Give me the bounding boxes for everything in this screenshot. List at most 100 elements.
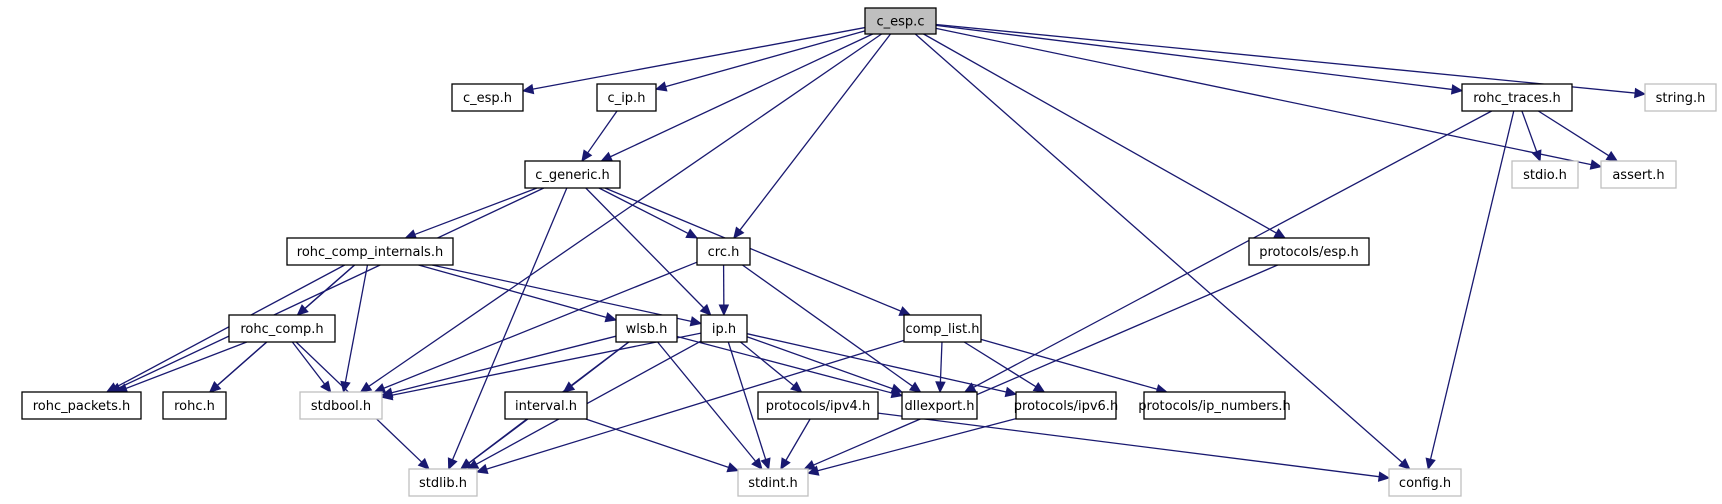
arrowhead-icon — [689, 316, 703, 327]
edge-ip_h-to-dllexport_h — [746, 336, 904, 394]
edge-line — [486, 339, 905, 470]
node-protocols-ip-numbers-h[interactable]: protocols/ip_numbers.h — [1138, 391, 1291, 420]
edge-line — [604, 187, 902, 312]
edge-comp_list_h-to-stdlib_h — [475, 339, 905, 474]
edge-c_generic_h-to-crc_h — [598, 187, 699, 239]
nodes-layer: c_esp.c c_esp.h c_ip.h c_generic.h rohc_trac… — [21, 7, 1717, 497]
node-box — [451, 83, 524, 112]
node-label: interval.h — [515, 399, 577, 414]
node-interval-h[interactable]: interval.h — [504, 391, 588, 420]
arrowhead-icon — [890, 383, 904, 394]
node-box — [901, 391, 978, 420]
arrowhead-icon — [699, 303, 712, 316]
edge-line — [468, 418, 529, 464]
node-comp-list-h[interactable]: comp_list.h — [903, 314, 982, 343]
node-protocols-ipv4-h[interactable]: protocols/ipv4.h — [757, 391, 879, 420]
node-box — [1143, 391, 1286, 420]
node-label: rohc.h — [174, 399, 215, 414]
node-label: rohc_comp_internals.h — [297, 245, 443, 260]
arrowhead-icon — [1398, 458, 1411, 470]
node-dllexport-h[interactable]: dllexport.h — [901, 391, 978, 420]
arrowhead-icon — [359, 381, 373, 393]
edge-rohc_comp_h-to-rohc_packets_h — [115, 341, 248, 394]
edge-c_esp_c-to-stdbool_h — [359, 33, 882, 393]
node-protocols-ipv6-h[interactable]: protocols/ipv6.h — [1014, 391, 1118, 420]
edge-line — [1521, 110, 1538, 152]
node-label: c_esp.c — [877, 15, 925, 30]
node-ip-h[interactable]: ip.h — [700, 314, 748, 343]
node-stdlib-h: stdlib.h — [408, 468, 478, 497]
node-rohc-comp-internals-h[interactable]: rohc_comp_internals.h — [286, 237, 454, 266]
node-wlsb-h[interactable]: wlsb.h — [615, 314, 678, 343]
node-rohc-h[interactable]: rohc.h — [162, 391, 227, 420]
node-box — [615, 314, 678, 343]
arrowhead-icon — [600, 151, 614, 162]
node-box — [286, 237, 454, 266]
edge-line — [935, 23, 1636, 94]
node-box — [1644, 83, 1717, 112]
edge-c_esp_c-to-config_h — [914, 33, 1411, 470]
edge-c_esp_c-to-protocols_esp_h — [923, 33, 1287, 239]
edge-wlsb_h-to-dllexport_h — [676, 335, 904, 399]
arrowhead-icon — [604, 312, 618, 323]
arrowhead-icon — [935, 381, 946, 394]
edge-rohc_traces_h-to-stdio_h — [1521, 110, 1542, 163]
node-c-esp-c[interactable]: c_esp.c — [864, 7, 937, 35]
edge-rohc_comp_h-to-stdbool_h — [291, 341, 332, 393]
node-stdbool-h: stdbool.h — [299, 391, 383, 420]
node-rohc-packets-h[interactable]: rohc_packets.h — [21, 391, 142, 420]
node-label: comp_list.h — [906, 322, 980, 337]
edge-line — [291, 341, 326, 385]
arrowhead-icon — [1605, 150, 1619, 162]
node-box — [696, 237, 751, 266]
edge-interval_h-to-stdint_h — [585, 418, 740, 473]
node-c-esp-h[interactable]: c_esp.h — [451, 83, 524, 112]
node-stdint-h: stdint.h — [737, 468, 809, 497]
edge-line — [391, 332, 702, 396]
arrowhead-icon — [417, 457, 430, 470]
edge-interval_h-to-stdlib_h — [460, 418, 529, 470]
node-box — [1461, 83, 1573, 112]
node-box — [1600, 160, 1677, 189]
edge-line — [216, 341, 268, 386]
edge-line — [585, 187, 705, 309]
arrowhead-icon — [1032, 381, 1046, 393]
node-rohc-comp-h[interactable]: rohc_comp.h — [228, 314, 336, 343]
node-box — [1015, 391, 1117, 420]
arrowhead-icon — [718, 304, 730, 317]
edge-line — [598, 187, 689, 235]
edge-line — [935, 27, 1592, 166]
node-rohc-traces-h[interactable]: rohc_traces.h — [1461, 83, 1573, 112]
arrowhead-icon — [521, 83, 535, 95]
node-box — [596, 83, 657, 112]
node-box — [504, 391, 588, 420]
node-c-ip-h[interactable]: c_ip.h — [596, 83, 657, 112]
node-label: ip.h — [712, 322, 736, 337]
node-label: c_generic.h — [535, 168, 610, 183]
arrowhead-icon — [1004, 386, 1018, 398]
arrowhead-icon — [1450, 84, 1464, 95]
arrowhead-icon — [208, 381, 222, 393]
edge-line — [383, 261, 698, 389]
node-box — [1511, 160, 1579, 189]
node-crc-h[interactable]: crc.h — [696, 237, 751, 266]
edge-rohc_traces_h-to-assert_h — [1537, 110, 1619, 162]
edge-c_generic_h-to-stdlib_h — [447, 187, 568, 471]
edge-line — [877, 412, 1380, 478]
node-label: config.h — [1399, 476, 1451, 491]
node-c-generic-h[interactable]: c_generic.h — [524, 160, 621, 189]
edge-line — [368, 33, 882, 387]
arrowhead-icon — [1273, 228, 1287, 239]
edge-wlsb_h-to-stdint_h — [657, 341, 763, 470]
edge-line — [746, 336, 893, 390]
arrowhead-icon — [790, 381, 803, 393]
node-protocols-esp-h[interactable]: protocols/esp.h — [1248, 237, 1370, 266]
edge-rohc_comp_internals_h-to-wlsb_h — [418, 264, 618, 323]
edge-line — [935, 24, 1453, 91]
edge-c_ip_h-to-c_generic_h — [581, 110, 618, 162]
edge-protocols_ipv4_h-to-config_h — [877, 412, 1391, 482]
node-box — [299, 391, 383, 420]
edge-line — [476, 340, 702, 465]
edge-rohc_comp_internals_h-to-stdbool_h — [340, 264, 369, 394]
arrowhead-icon — [751, 457, 763, 470]
